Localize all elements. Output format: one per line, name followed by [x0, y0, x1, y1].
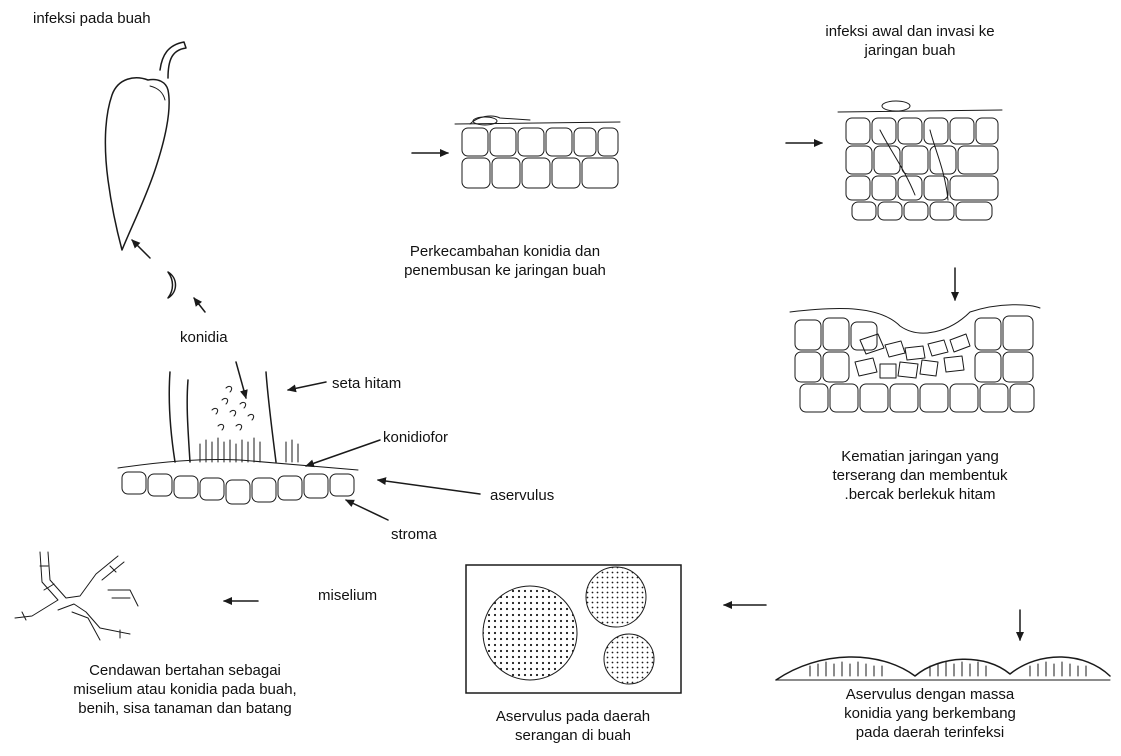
label-early-infection-line1: infeksi awal dan invasi ke [780, 22, 1040, 41]
label-germination-line2: penembusan ke jaringan buah [355, 261, 655, 280]
label-stroma: stroma [391, 525, 437, 544]
label-acervuli-fruit-line1: Aservulus pada daerah [448, 707, 698, 726]
label-aservulus: aservulus [490, 486, 554, 505]
label-acervuli-mass-line3: pada daerah terinfeksi [780, 723, 1080, 742]
mycelium-hyphae-icon [15, 552, 258, 640]
label-necrosis-line1: Kematian jaringan yang [770, 447, 1070, 466]
label-necrosis-line3: .bercak berlekuk hitam [770, 485, 1070, 504]
cycle-arrows [132, 240, 205, 312]
label-early-infection-line2: jaringan buah [780, 41, 1040, 60]
label-survival: Cendawan bertahan sebagai miselium atau … [20, 661, 350, 718]
label-survival-line2: miselium atau konidia pada buah, [20, 680, 350, 699]
label-fruit-infection: infeksi pada buah [33, 9, 151, 28]
label-germination: Perkecambahan konidia dan penembusan ke … [355, 242, 655, 280]
label-germination-line1: Perkecambahan konidia dan [355, 242, 655, 261]
label-acervuli-mass: Aservulus dengan massa konidia yang berk… [780, 685, 1080, 742]
label-survival-line1: Cendawan bertahan sebagai [20, 661, 350, 680]
label-konidia: konidia [180, 328, 228, 347]
acervuli-on-fruit-icon [466, 565, 766, 693]
label-survival-line3: benih, sisa tanaman dan batang [20, 699, 350, 718]
label-acervuli-mass-line1: Aservulus dengan massa [780, 685, 1080, 704]
label-miselium: miselium [318, 586, 377, 605]
tissue-necrosis-icon [790, 305, 1040, 412]
label-seta: seta hitam [332, 374, 401, 393]
tissue-germination-icon [412, 116, 620, 188]
label-konidiofor: konidiofor [383, 428, 448, 447]
tissue-invasion-icon [786, 101, 1002, 220]
label-acervuli-mass-line2: konidia yang berkembang [780, 704, 1080, 723]
label-early-infection: infeksi awal dan invasi ke jaringan buah [780, 22, 1040, 60]
label-acervuli-fruit: Aservulus pada daerah serangan di buah [448, 707, 698, 745]
label-acervuli-fruit-line2: serangan di buah [448, 726, 698, 745]
label-necrosis: Kematian jaringan yang terserang dan mem… [770, 447, 1070, 504]
label-necrosis-line2: terserang dan membentuk [770, 466, 1070, 485]
acervuli-mass-icon [776, 610, 1110, 680]
chili-fruit-icon [105, 42, 186, 250]
